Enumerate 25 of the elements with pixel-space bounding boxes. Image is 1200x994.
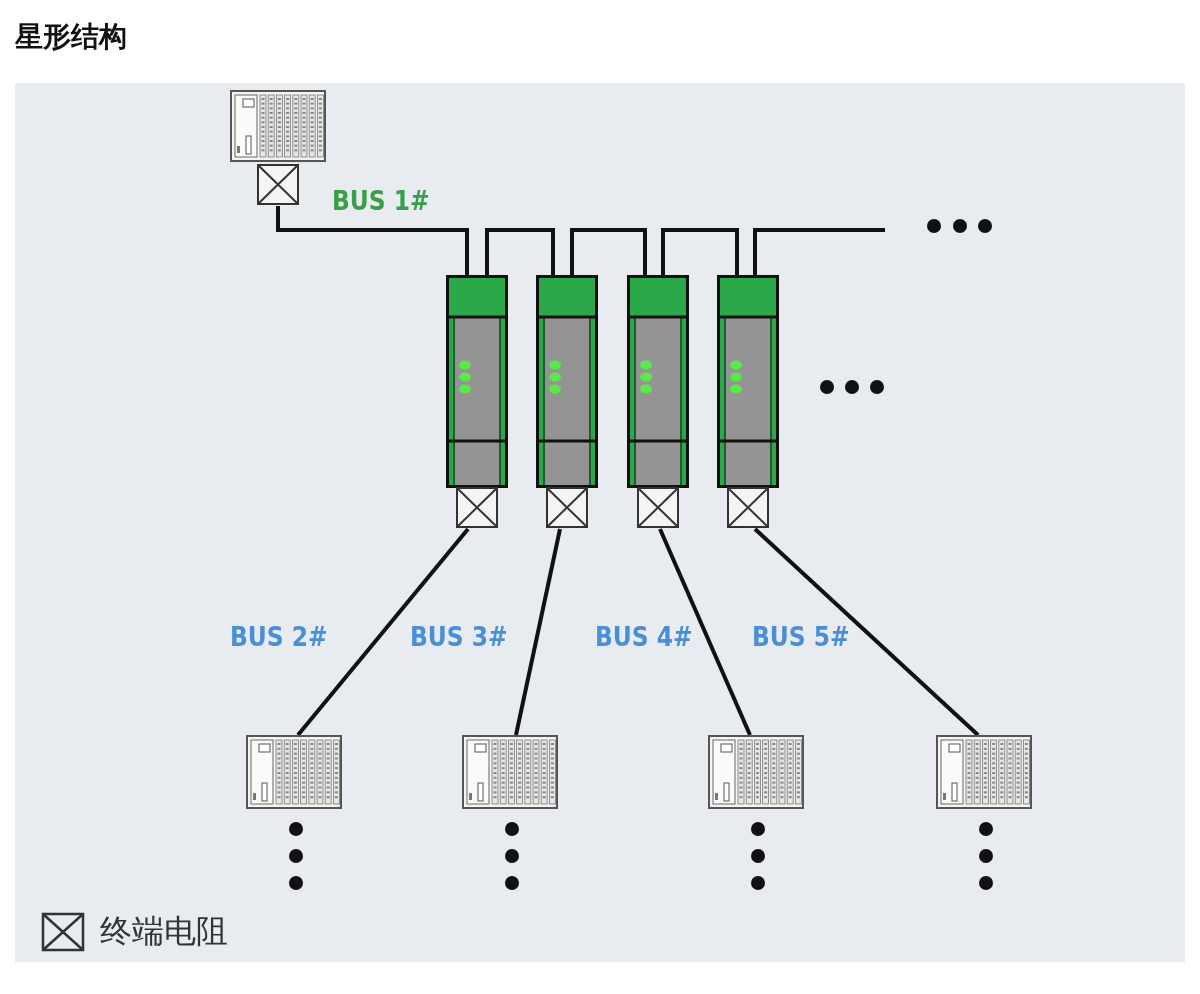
bus-line (753, 228, 885, 275)
plc-drawing (936, 735, 1032, 809)
plc-drawing (708, 735, 804, 809)
edge-label: BUS 3# (410, 622, 508, 652)
edge-label: BUS 4# (595, 622, 693, 652)
bus-line (753, 527, 980, 737)
bus-line (661, 228, 739, 275)
bus-line (485, 228, 555, 275)
bus-line (514, 528, 562, 736)
bus-line (570, 228, 647, 275)
edge-label: BUS 5# (752, 622, 850, 652)
bus-line (658, 528, 752, 736)
plc-drawing (246, 735, 342, 809)
plc-drawing (230, 90, 326, 206)
bus-line (276, 206, 469, 275)
legend-label: 终端电阻 (100, 911, 228, 952)
title: 星形结构 (15, 19, 127, 55)
bus-module-drawing (717, 275, 779, 529)
bus-module-drawing (536, 275, 598, 529)
bus-module-drawing (627, 275, 689, 529)
bus-module-drawing (446, 275, 508, 529)
plc-drawing (462, 735, 558, 809)
edge-label: BUS 1# (332, 186, 430, 216)
bus-line (296, 527, 470, 737)
edge-label: BUS 2# (230, 622, 328, 652)
